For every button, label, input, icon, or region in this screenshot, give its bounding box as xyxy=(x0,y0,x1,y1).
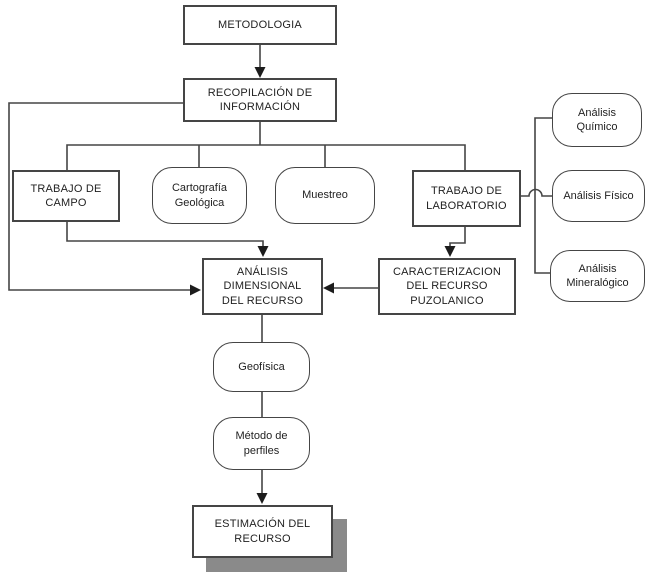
node-analisis-fisico: Análisis Físico xyxy=(552,170,645,222)
node-mineralogico-label: Análisis Mineralógico xyxy=(566,262,629,289)
connector-side-bus xyxy=(534,117,552,274)
node-trabajo-de-campo: TRABAJO DE CAMPO xyxy=(12,170,120,222)
node-metodologia: METODOLOGIA xyxy=(183,5,337,45)
node-analisis-mineralogico: Análisis Mineralógico xyxy=(550,250,645,302)
node-quimico-label: Análisis Químico xyxy=(576,106,618,133)
arrowhead-into-recopilacion xyxy=(254,67,266,78)
arrowhead-into-caracterizacion xyxy=(444,246,456,257)
node-cartografia-label: Cartografía Geológica xyxy=(171,182,228,209)
node-trabajo-campo-label: TRABAJO DE CAMPO xyxy=(30,182,102,209)
node-recopilacion-label: RECOPILACIÓN DE INFORMACIÓN xyxy=(207,86,313,113)
node-fisico-label: Análisis Físico xyxy=(563,189,634,202)
node-metodologia-label: METODOLOGIA xyxy=(218,18,302,31)
arrowhead-into-analisis-right xyxy=(323,282,334,294)
node-caracterizacion-del-recurso-puzolanico: CARACTERIZACION DEL RECURSO PUZOLANICO xyxy=(378,258,516,315)
node-muestreo: Muestreo xyxy=(275,167,375,224)
node-muestreo-label: Muestreo xyxy=(302,189,348,202)
arrowhead-into-analisis-top xyxy=(257,246,269,257)
connector-laboratorio-caracterizacion xyxy=(449,227,466,246)
node-analisis-dim-label: ANÁLISIS DIMENSIONAL DEL RECURSO xyxy=(221,266,304,307)
node-analisis-dimensional-del-recurso: ANÁLISIS DIMENSIONAL DEL RECURSO xyxy=(202,258,323,315)
node-cartografia-geologica: Cartografía Geológica xyxy=(152,167,247,224)
connector-bus-main xyxy=(66,144,466,170)
connector-laboratorio-fisico-hop xyxy=(521,188,552,197)
arrowhead-into-estimacion xyxy=(256,493,268,504)
node-analisis-quimico: Análisis Químico xyxy=(552,93,642,147)
node-trabajo-de-laboratorio: TRABAJO DE LABORATORIO xyxy=(412,170,521,227)
node-estimacion-del-recurso: ESTIMACIÓN DEL RECURSO xyxy=(192,505,333,558)
node-estimacion-label: ESTIMACIÓN DEL RECURSO xyxy=(214,518,311,545)
node-geofisica: Geofísica xyxy=(213,342,310,392)
node-laboratorio-label: TRABAJO DE LABORATORIO xyxy=(426,185,507,212)
node-recopilacion-de-informacion: RECOPILACIÓN DE INFORMACIÓN xyxy=(183,78,337,122)
node-caracterizacion-label: CARACTERIZACION DEL RECURSO PUZOLANICO xyxy=(392,266,502,307)
arrowhead-into-analisis-left xyxy=(190,284,201,296)
node-metodo-de-perfiles: Método de perfiles xyxy=(213,417,310,470)
connector-campo-analisis xyxy=(66,222,264,246)
node-geofisica-label: Geofísica xyxy=(238,360,285,373)
node-metodo-perfiles-label: Método de perfiles xyxy=(235,430,288,457)
connector-recopilacion-analisis-left xyxy=(8,102,190,291)
